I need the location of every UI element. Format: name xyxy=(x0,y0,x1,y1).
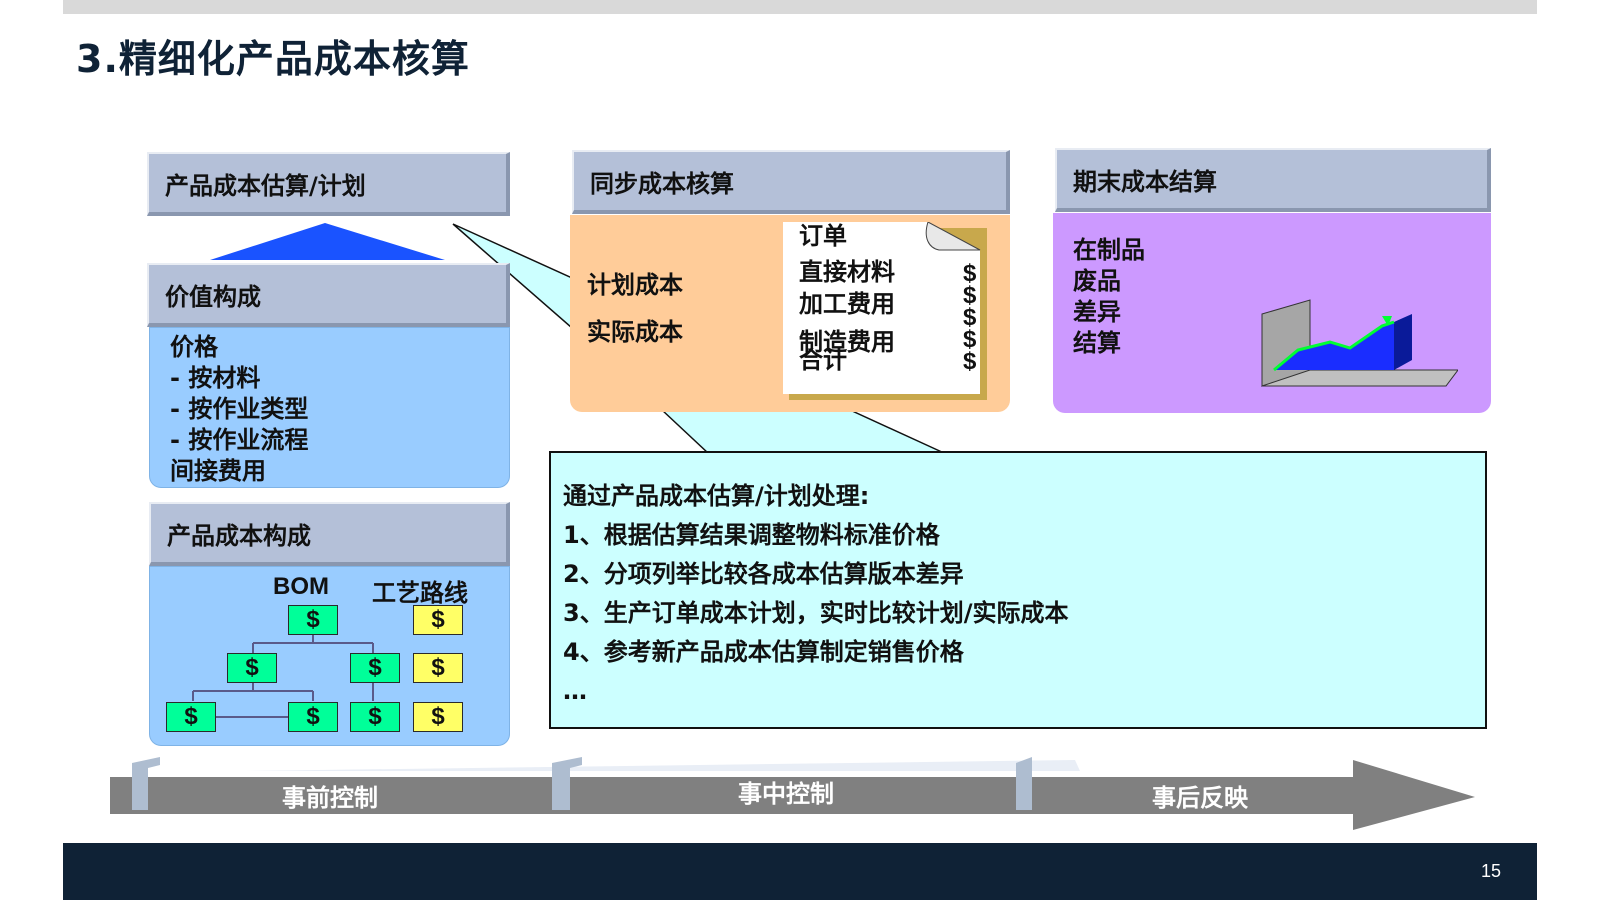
sync-panel: 计划成本 实际成本 订单 直接材料 加工费用 制造费用 合计 $ $ $ $ $ xyxy=(570,215,1010,412)
settlement-item: 在制品 xyxy=(1073,236,1145,264)
cost-document-shape xyxy=(783,222,987,400)
document-item: 合计 xyxy=(799,346,847,374)
settlement-item: 结算 xyxy=(1073,329,1121,357)
timeline-label-before: 事前控制 xyxy=(282,784,378,812)
document-item: 直接材料 xyxy=(799,258,895,286)
page-title: 3.精细化产品成本核算 xyxy=(76,37,470,81)
bom-dollar-box: $ xyxy=(288,605,338,635)
bom-dollar-box: $ xyxy=(166,702,216,732)
bom-label: BOM xyxy=(273,573,329,600)
timeline-label-after: 事后反映 xyxy=(1152,784,1248,812)
value-item: 间接费用 xyxy=(170,457,266,485)
info-line: … xyxy=(563,677,587,705)
document-dollar: $ xyxy=(963,326,977,353)
routing-label: 工艺路线 xyxy=(372,579,468,607)
bom-dollar-box: $ xyxy=(350,653,400,683)
document-dollars: $ $ $ $ $ xyxy=(963,260,977,375)
value-header: 价值构成 xyxy=(147,263,510,327)
value-item: - 按作业类型 xyxy=(170,395,309,423)
sync-header: 同步成本核算 xyxy=(572,150,1010,214)
bom-dollar-box: $ xyxy=(350,702,400,732)
document-dollar: $ xyxy=(963,282,977,309)
info-box: 通过产品成本估算/计划处理: 1、根据估算结果调整物料标准价格 2、分项列举比较… xyxy=(549,451,1487,729)
value-panel: 价格 - 按材料 - 按作业类型 - 按作业流程 间接费用 xyxy=(149,327,510,488)
bom-tree-lines xyxy=(192,635,374,718)
area-chart-icon xyxy=(1261,299,1458,387)
document-items: 订单 直接材料 加工费用 制造费用 合计 xyxy=(799,220,895,376)
document-item: 加工费用 xyxy=(799,290,895,318)
estimate-header: 产品成本估算/计划 xyxy=(147,152,510,216)
value-item: 价格 xyxy=(170,333,218,361)
settlement-items: 在制品 废品 差异 结算 xyxy=(1073,235,1145,359)
page-number: 15 xyxy=(1480,861,1501,881)
top-strip xyxy=(63,0,1537,14)
actual-cost-label: 实际成本 xyxy=(587,318,683,346)
timeline-marker xyxy=(132,757,160,810)
routing-dollar-box: $ xyxy=(413,702,463,732)
timeline-label-during: 事中控制 xyxy=(738,780,834,808)
info-line: 1、根据估算结果调整物料标准价格 xyxy=(563,521,940,549)
info-line: 4、参考新产品成本估算制定销售价格 xyxy=(563,638,964,666)
value-item: - 按材料 xyxy=(170,364,261,392)
footer-bar: 15 xyxy=(63,843,1537,900)
info-line: 通过产品成本估算/计划处理: xyxy=(563,482,870,510)
composition-panel: BOM 工艺路线 $ $ $ $ $ $ $ $ $ xyxy=(149,566,510,746)
composition-header-label: 产品成本构成 xyxy=(167,521,311,550)
settlement-panel: 在制品 废品 差异 结算 xyxy=(1053,213,1491,413)
settlement-item: 废品 xyxy=(1073,267,1121,295)
document-item: 制造费用 xyxy=(799,328,895,356)
settlement-header: 期末成本结算 xyxy=(1055,148,1491,212)
plan-cost-label: 计划成本 xyxy=(587,271,683,299)
routing-dollar-box: $ xyxy=(413,653,463,683)
document-dollar: $ xyxy=(963,348,977,375)
info-line: 2、分项列举比较各成本估算版本差异 xyxy=(563,560,964,588)
settlement-header-label: 期末成本结算 xyxy=(1073,167,1217,196)
timeline-marker xyxy=(1016,757,1032,810)
up-triangle xyxy=(210,223,445,260)
routing-dollar-box: $ xyxy=(413,605,463,635)
sync-header-label: 同步成本核算 xyxy=(590,169,734,198)
document-dollar: $ xyxy=(963,260,977,287)
composition-header: 产品成本构成 xyxy=(149,502,510,566)
settlement-item: 差异 xyxy=(1073,298,1121,326)
info-line: 3、生产订单成本计划，实时比较计划/实际成本 xyxy=(563,599,1069,627)
timeline-marker xyxy=(552,757,582,810)
estimate-header-label: 产品成本估算/计划 xyxy=(165,171,366,200)
value-item: - 按作业流程 xyxy=(170,426,309,454)
document-dollar: $ xyxy=(963,304,977,331)
bom-dollar-box: $ xyxy=(227,653,277,683)
bom-dollar-box: $ xyxy=(288,702,338,732)
value-header-label: 价值构成 xyxy=(165,282,261,311)
document-item: 订单 xyxy=(799,222,847,250)
